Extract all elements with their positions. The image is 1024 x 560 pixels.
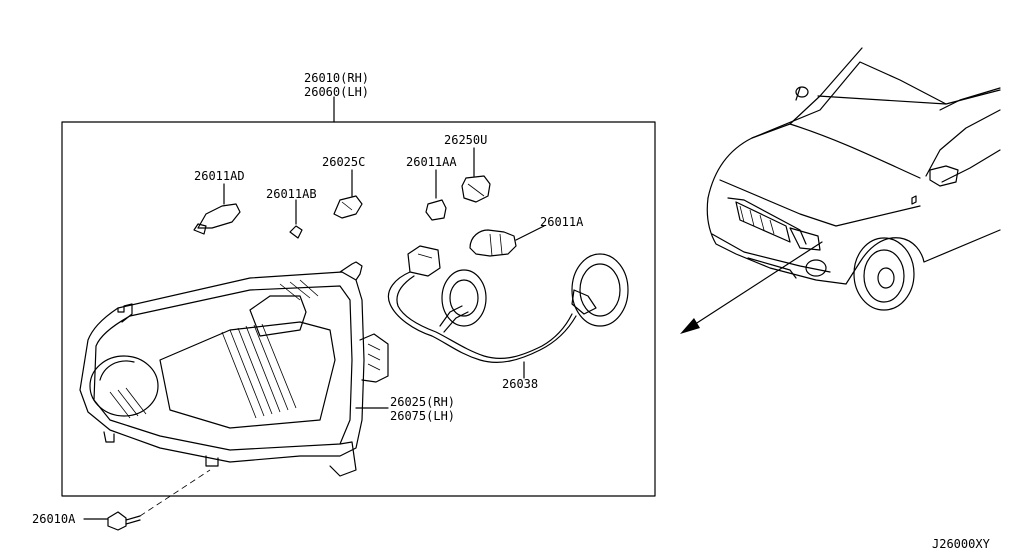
label-26011ad: 26011AD [194,169,245,183]
label-26250u: 26250U [444,133,487,147]
label-housing-rh: 26025(RH) [390,395,455,409]
label-26011a: 26011A [540,215,584,229]
label-housing-lh: 26075(LH) [390,409,455,423]
label-26025c: 26025C [322,155,365,169]
bulb-26011ab-drawing [289,199,303,239]
vehicle-illustration [706,47,1001,311]
label-assy-rh: 26010(RH) [304,71,369,85]
diagram-code: J26000XY [932,537,991,551]
bulb-26011ad-drawing [193,183,241,235]
screw-26010a-drawing [83,469,211,531]
label-26010a: 26010A [32,512,76,526]
direction-arrow [680,241,823,334]
headlamp-housing-drawing [79,261,389,477]
label-assy-lh: 26060(LH) [304,85,369,99]
socket-26025c-drawing [333,169,363,219]
harness-26038-drawing [387,245,629,379]
socket-26250u-drawing [461,147,491,203]
label-26038: 26038 [502,377,538,391]
assembly-frame [61,121,656,497]
bulb-26011a-drawing [469,225,545,257]
bulb-26011aa-drawing [425,169,447,221]
label-26011ab: 26011AB [266,187,317,201]
label-26011aa: 26011AA [406,155,457,169]
